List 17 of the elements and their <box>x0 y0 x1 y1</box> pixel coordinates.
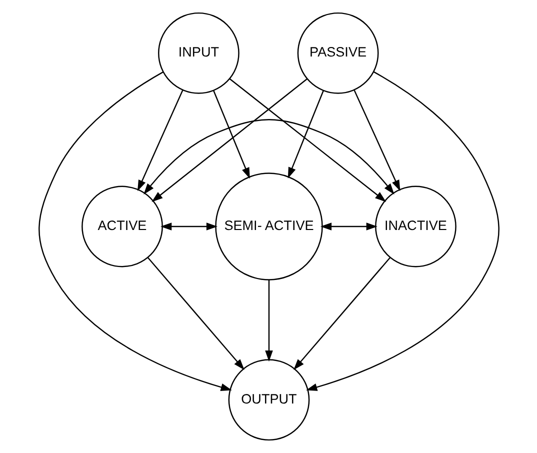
node-circle: PASSIVE <box>296 12 378 94</box>
arrow <box>228 78 386 202</box>
arrow <box>137 90 183 192</box>
arrow <box>306 71 499 391</box>
arrow <box>287 90 324 178</box>
arrow <box>212 90 250 179</box>
node-circle: INPUT <box>158 12 239 94</box>
arrow <box>320 222 377 230</box>
arrow <box>143 119 394 194</box>
node-circle: SEMI- ACTIVE <box>214 172 322 280</box>
arrow <box>151 78 307 202</box>
arrow <box>264 280 272 362</box>
arrow <box>160 222 218 230</box>
arrow <box>38 72 232 391</box>
arrow <box>293 257 390 370</box>
arrow <box>353 90 400 192</box>
arrow <box>146 257 244 370</box>
